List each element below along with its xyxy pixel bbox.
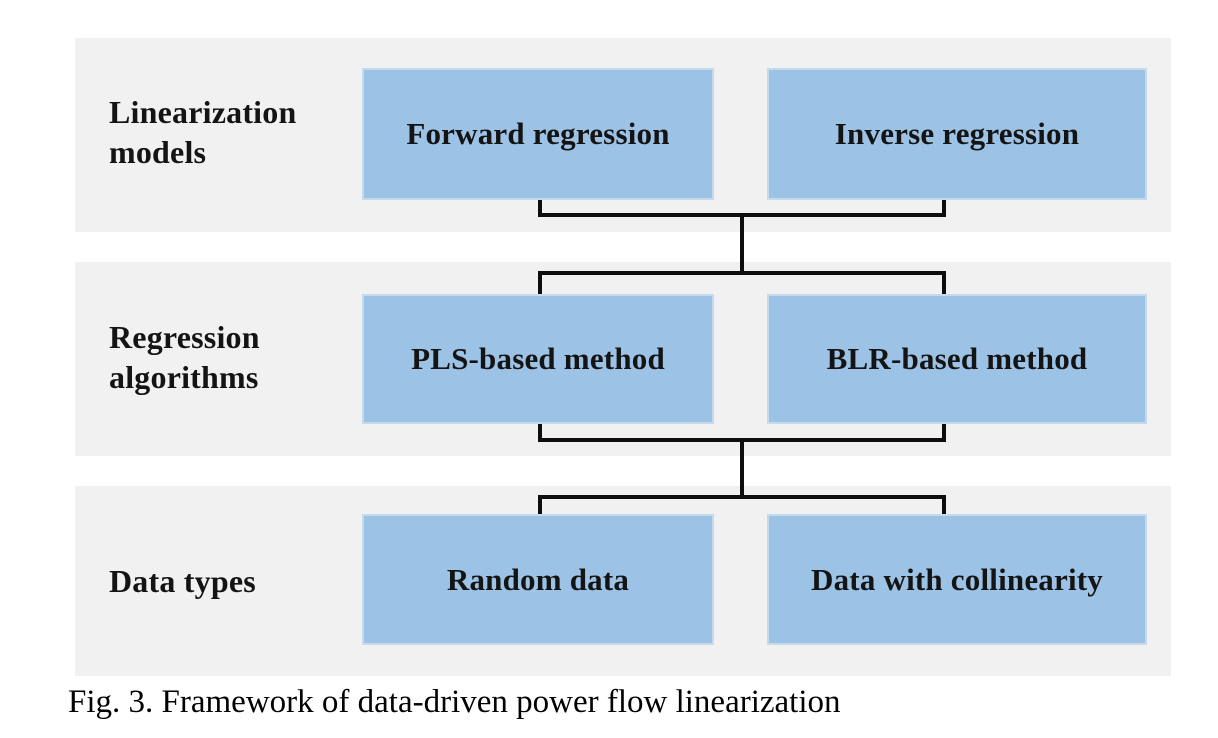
row-label-regression-algorithms: Regression algorithms: [109, 319, 260, 395]
node-blr-based-method: BLR-based method: [767, 294, 1147, 424]
connector2-top-right-stub: [942, 424, 946, 442]
node-data-with-collinearity: Data with collinearity: [767, 514, 1147, 645]
node-forward-regression: Forward regression: [362, 68, 714, 200]
connector2-top-left-stub: [538, 424, 542, 442]
figure-caption: Fig. 3. Framework of data-driven power f…: [68, 684, 841, 720]
node-random-data: Random data: [362, 514, 714, 645]
connector1-bottom-right-stub: [942, 271, 946, 294]
connector2-bottom-right-stub: [942, 495, 946, 514]
connector2-center-vertical-line: [740, 438, 744, 499]
connector1-top-left-stub: [538, 200, 542, 217]
row-label-data-types: Data types: [109, 563, 256, 599]
connector1-lower-horizontal-line: [538, 271, 946, 275]
node-pls-based-method: PLS-based method: [362, 294, 714, 424]
row-label-linearization-models: Linearization models: [109, 94, 297, 170]
connector1-top-right-stub: [942, 200, 946, 217]
connector2-bottom-left-stub: [538, 495, 542, 514]
connector1-center-vertical-line: [740, 213, 744, 275]
connector2-lower-horizontal-line: [538, 495, 946, 499]
connector1-bottom-left-stub: [538, 271, 542, 294]
node-inverse-regression: Inverse regression: [767, 68, 1147, 200]
